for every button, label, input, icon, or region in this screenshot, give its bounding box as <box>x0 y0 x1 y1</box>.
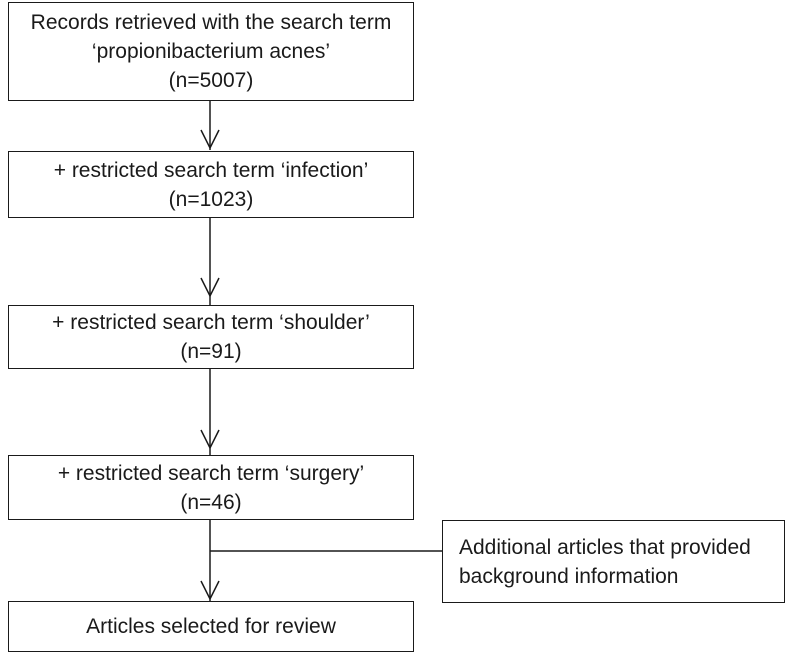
step-2-line-2: (n=1023) <box>168 187 254 211</box>
arrowhead-3-4 <box>200 429 220 450</box>
side-box-line-2: background information <box>459 565 679 588</box>
side-box-line-1: Additional articles that provided <box>459 536 751 559</box>
step-box-records-retrieved: Records retrieved with the search term ‘… <box>8 2 414 101</box>
side-box-additional-articles: Additional articles that provided backgr… <box>442 520 785 603</box>
step-box-surgery: + restricted search term ‘surgery’ (n=46… <box>8 455 414 520</box>
step-1-line-1: Records retrieved with the search term <box>30 11 392 34</box>
step-1-line-3: (n=5007) <box>168 69 254 92</box>
step-box-articles-selected: Articles selected for review <box>8 601 414 652</box>
step-box-shoulder: + restricted search term ‘shoulder’ (n=9… <box>8 305 414 369</box>
arrowhead-4-5 <box>200 580 220 601</box>
arrowhead-2-3 <box>200 277 220 298</box>
step-4-line-2: (n=46) <box>180 490 242 514</box>
step-box-infection: + restricted search term ‘infection’ (n=… <box>8 151 414 218</box>
step-4-line-1: + restricted search term ‘surgery’ <box>57 461 365 485</box>
step-1-line-2: ‘propionibacterium acnes’ <box>91 40 331 63</box>
step-2-line-1: + restricted search term ‘infection’ <box>53 158 369 182</box>
arrowhead-1-2 <box>200 129 220 150</box>
step-3-line-1: + restricted search term ‘shoulder’ <box>52 311 370 334</box>
step-5-line-1: Articles selected for review <box>86 615 336 638</box>
step-3-line-2: (n=91) <box>180 340 242 363</box>
